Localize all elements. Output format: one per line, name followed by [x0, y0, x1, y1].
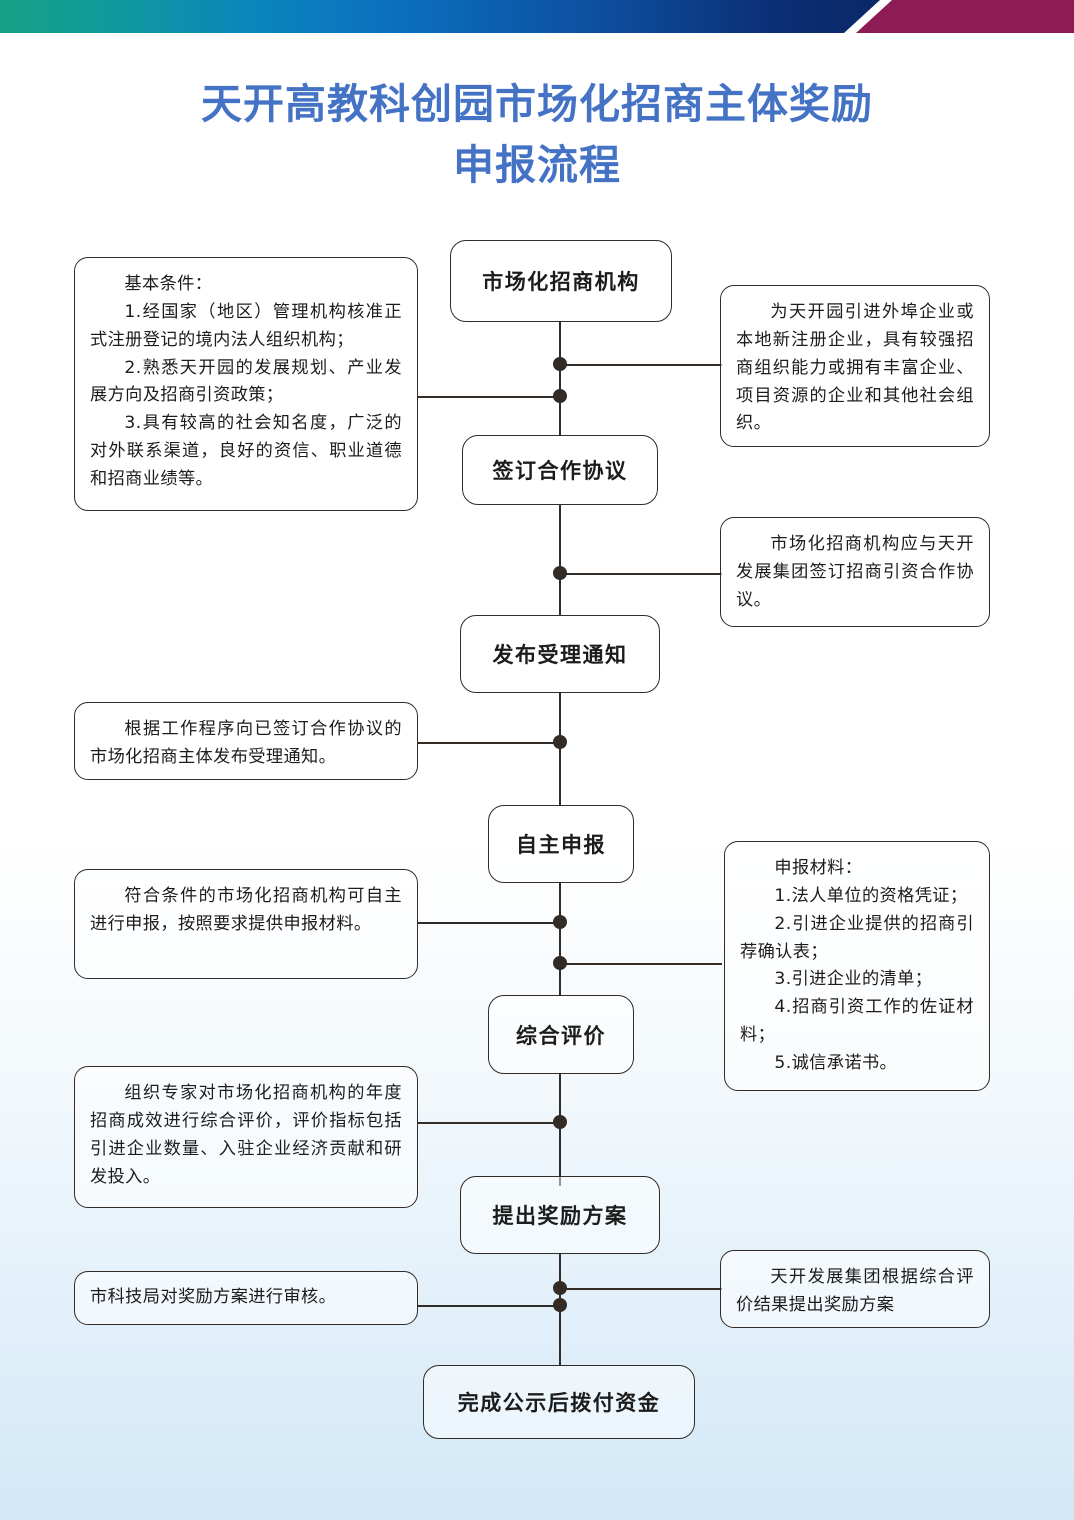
flow-node-market-agency[interactable]: 市场化招商机构: [450, 240, 672, 322]
branch-left-4: [417, 1122, 562, 1124]
flow-node-label: 发布受理通知: [492, 643, 628, 667]
flow-node-label: 综合评价: [516, 1023, 606, 1048]
annotation-line: 市科技局对奖励方案进行审核。: [90, 1287, 337, 1308]
spine-segment-3: [559, 693, 561, 805]
flow-node-disburse-funds[interactable]: 完成公示后拨付资金: [423, 1365, 695, 1439]
junction-dot-1: [553, 357, 567, 371]
annotation-line: 5.诚信承诺书。: [774, 1053, 898, 1074]
junction-dot-8: [553, 1281, 567, 1295]
annotation-self-declaration: 符合条件的市场化招商机构可自主进行申报，按照要求提供申报材料。: [74, 869, 418, 979]
flow-node-label: 签订合作协议: [492, 459, 628, 483]
annotation-line: 4.招商引资工作的佐证材料；: [740, 997, 974, 1046]
branch-left-3: [417, 922, 562, 924]
annotation-application-materials: 申报材料： 1.法人单位的资格凭证； 2.引进企业提供的招商引荐确认表； 3.引…: [724, 841, 990, 1091]
annotation-line: 组织专家对市场化招商机构的年度招商成效进行综合评价，评价指标包括引进企业数量、入…: [90, 1083, 402, 1187]
annotation-line: 根据工作程序向已签订合作协议的市场化招商主体发布受理通知。: [90, 719, 402, 767]
flow-node-label: 自主申报: [516, 833, 606, 857]
spine-segment-2: [559, 505, 561, 615]
annotation-cooperation-agreement: 市场化招商机构应与天开发展集团签订招商引资合作协议。: [720, 517, 990, 627]
branch-right-1: [566, 364, 722, 366]
flow-node-propose-reward-plan[interactable]: 提出奖励方案: [460, 1176, 660, 1254]
branch-left-5: [417, 1305, 562, 1307]
page-title: 天开高教科创园市场化招商主体奖励 申报流程: [0, 74, 1074, 195]
banner-gradient-band: [0, 0, 880, 33]
spine-segment-6: [559, 1254, 561, 1365]
branch-left-1: [417, 396, 562, 398]
annotation-line: 3.引进企业的清单；: [774, 969, 933, 990]
branch-left-2: [417, 742, 562, 744]
branch-right-2: [566, 573, 722, 575]
annotation-line: 2.熟悉天开园的发展规划、产业发展方向及招商引资政策；: [90, 357, 402, 406]
annotation-comprehensive-evaluation: 组织专家对市场化招商机构的年度招商成效进行综合评价，评价指标包括引进企业数量、入…: [74, 1066, 418, 1208]
annotation-line: 3.具有较高的社会知名度，广泛的对外联系渠道，良好的资信、职业道德和招商业绩等。: [90, 413, 402, 490]
annotation-line: 天开发展集团根据综合评价结果提出奖励方案: [736, 1267, 974, 1315]
flow-node-label: 市场化招商机构: [482, 270, 640, 294]
junction-dot-2: [553, 389, 567, 403]
annotation-publish-notice: 根据工作程序向已签订合作协议的市场化招商主体发布受理通知。: [74, 702, 418, 780]
annotation-agency-definition: 为天开园引进外埠企业或本地新注册企业，具有较强招商组织能力或拥有丰富企业、项目资…: [720, 285, 990, 447]
spine-segment-5: [559, 1074, 561, 1186]
annotation-basic-conditions: 基本条件： 1.经国家（地区）管理机构核准正式注册登记的境内法人组织机构； 2.…: [74, 257, 418, 511]
flow-node-comprehensive-evaluation[interactable]: 综合评价: [488, 995, 634, 1074]
junction-dot-3: [553, 566, 567, 580]
flow-node-label: 完成公示后拨付资金: [457, 1391, 661, 1415]
junction-dot-5: [553, 915, 567, 929]
annotation-line: 1.经国家（地区）管理机构核准正式注册登记的境内法人组织机构；: [90, 301, 402, 350]
page-title-line-2: 申报流程: [453, 140, 621, 189]
junction-dot-6: [553, 956, 567, 970]
junction-dot-9: [553, 1298, 567, 1312]
annotation-line: 符合条件的市场化招商机构可自主进行申报，按照要求提供申报材料。: [90, 886, 402, 934]
annotation-review: 市科技局对奖励方案进行审核。: [74, 1271, 418, 1325]
banner-accent-band: [856, 0, 1074, 33]
junction-dot-7: [553, 1115, 567, 1129]
top-banner: [0, 0, 1074, 33]
annotation-reward-plan: 天开发展集团根据综合评价结果提出奖励方案: [720, 1250, 990, 1328]
page-title-line-1: 天开高教科创园市场化招商主体奖励: [201, 80, 873, 128]
spine-segment-4: [559, 883, 561, 995]
spine-segment-1: [559, 322, 561, 435]
flow-node-self-declaration[interactable]: 自主申报: [488, 805, 634, 883]
annotation-line: 2.引进企业提供的招商引荐确认表；: [740, 913, 974, 962]
annotation-line: 1.法人单位的资格凭证；: [774, 885, 968, 906]
flow-node-label: 提出奖励方案: [492, 1204, 628, 1228]
flow-node-sign-agreement[interactable]: 签订合作协议: [462, 435, 658, 505]
branch-right-4: [566, 1288, 722, 1290]
annotation-line: 市场化招商机构应与天开发展集团签订招商引资合作协议。: [736, 534, 974, 610]
annotation-line: 基本条件：: [124, 274, 213, 294]
annotation-line: 申报材料：: [774, 858, 863, 878]
flow-node-publish-notice[interactable]: 发布受理通知: [460, 615, 660, 693]
branch-right-3: [566, 963, 722, 965]
annotation-line: 为天开园引进外埠企业或本地新注册企业，具有较强招商组织能力或拥有丰富企业、项目资…: [736, 302, 974, 434]
junction-dot-4: [553, 735, 567, 749]
